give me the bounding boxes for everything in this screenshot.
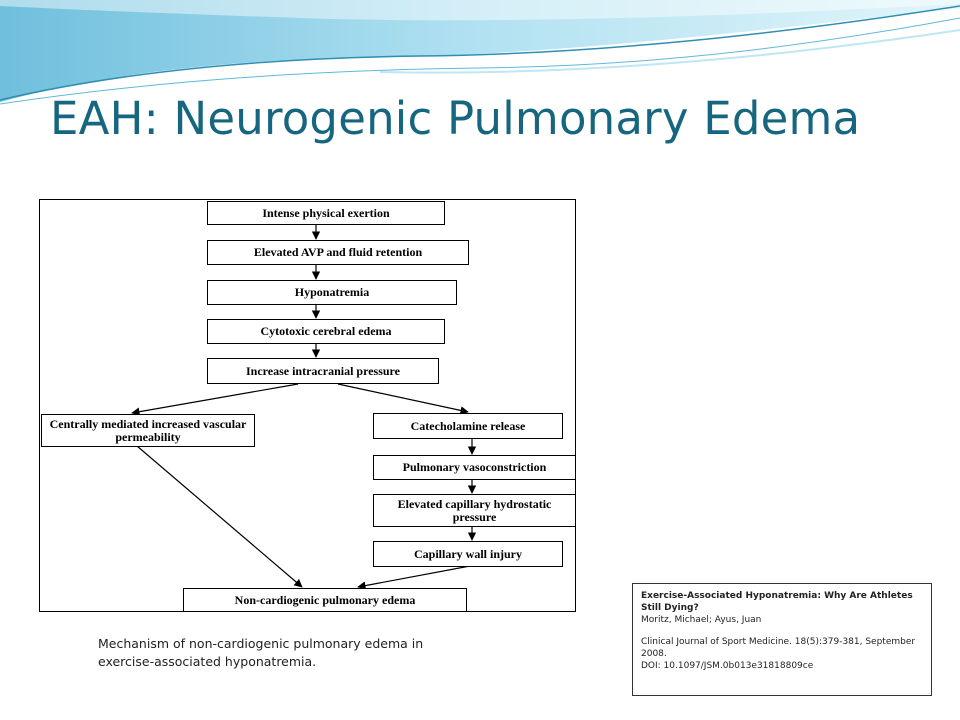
flowchart-connectors — [131, 224, 477, 590]
arrow-vascular-final — [136, 445, 303, 588]
node-intense-exertion: Intense physical exertion — [207, 201, 445, 225]
node-cerebral-edema: Cytotoxic cerebral edema — [207, 319, 445, 344]
reference-box: Exercise-Associated Hyponatremia: Why Ar… — [632, 583, 932, 696]
reference-doi: DOI: 10.1097/JSM.0b013e31818809ce — [641, 661, 814, 671]
node-pulmonary-edema: Non-cardiogenic pulmonary edema — [183, 588, 467, 612]
node-pulmonary-vasoconstriction: Pulmonary vasoconstriction — [373, 455, 576, 480]
arrow-icp-catecholamine — [337, 383, 469, 415]
reference-journal: Clinical Journal of Sport Medicine. 18(5… — [641, 637, 916, 659]
figure-caption: Mechanism of non-cardiogenic pulmonary e… — [98, 636, 424, 669]
node-hyponatremia: Hyponatremia — [207, 280, 457, 305]
arrow-injury-final — [357, 565, 471, 590]
node-catecholamine-release: Catecholamine release — [373, 413, 563, 439]
node-elevated-avp: Elevated AVP and fluid retention — [207, 240, 469, 265]
node-vascular-permeability: Centrally mediated increased vascular pe… — [41, 414, 255, 447]
node-capillary-wall-injury: Capillary wall injury — [373, 541, 563, 567]
slide-title: EAH: Neurogenic Pulmonary Edema — [50, 92, 861, 145]
reference-title: Exercise-Associated Hyponatremia: Why Ar… — [641, 591, 913, 613]
flowchart-figure: Intense physical exertion Elevated AVP a… — [39, 199, 576, 612]
reference-authors: Moritz, Michael; Ayus, Juan — [641, 615, 762, 625]
header-wave-decoration — [0, 0, 960, 105]
node-capillary-pressure: Elevated capillary hydrostatic pressure — [373, 494, 576, 527]
arrow-icp-vascular — [131, 383, 299, 416]
node-intracranial-pressure: Increase intracranial pressure — [207, 358, 439, 384]
